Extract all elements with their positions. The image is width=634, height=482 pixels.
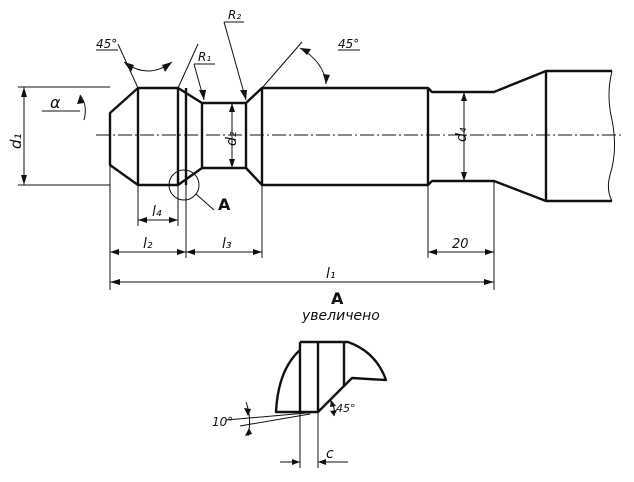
detail-view [225, 340, 388, 468]
label-angle-right: 45° [338, 37, 359, 51]
detail-title: A [331, 289, 344, 308]
dimension-l1 [110, 279, 494, 285]
label-d1: d₁ [7, 133, 25, 149]
dimension-r2 [223, 21, 247, 101]
detail-label-45: 45° [336, 402, 356, 415]
detail-label-10: 10° [212, 415, 233, 429]
dimension-r1 [193, 63, 215, 101]
label-l1: l₁ [326, 266, 336, 282]
label-r2: R₂ [228, 8, 241, 22]
label-l3: l₃ [222, 236, 232, 252]
label-d4: d₄ [454, 127, 470, 142]
dimension-angle-right [261, 41, 360, 89]
dimension-d4 [461, 92, 467, 181]
detail-subtitle: увеличено [301, 308, 380, 324]
dimension-d2 [229, 103, 235, 168]
label-r1: R₁ [198, 50, 211, 64]
label-l2: l₂ [143, 236, 153, 252]
dimension-d1 [18, 86, 110, 186]
dimension-l3 [186, 185, 263, 258]
label-l4: l₄ [152, 204, 162, 220]
dimension-l2 [109, 165, 187, 290]
detail-marker-a [168, 169, 215, 211]
label-20: 20 [452, 237, 469, 252]
detail-label-c: c [326, 446, 334, 462]
dimension-angle-left [96, 43, 199, 89]
dimension-alpha [42, 94, 86, 121]
label-angle-left: 45° [96, 37, 117, 51]
part-outline [108, 69, 616, 203]
label-alpha: α [50, 93, 61, 112]
dimension-l4 [137, 185, 179, 226]
label-d2: d₂ [224, 131, 240, 146]
dimension-20 [427, 181, 495, 290]
label-view-a: A [218, 195, 231, 214]
